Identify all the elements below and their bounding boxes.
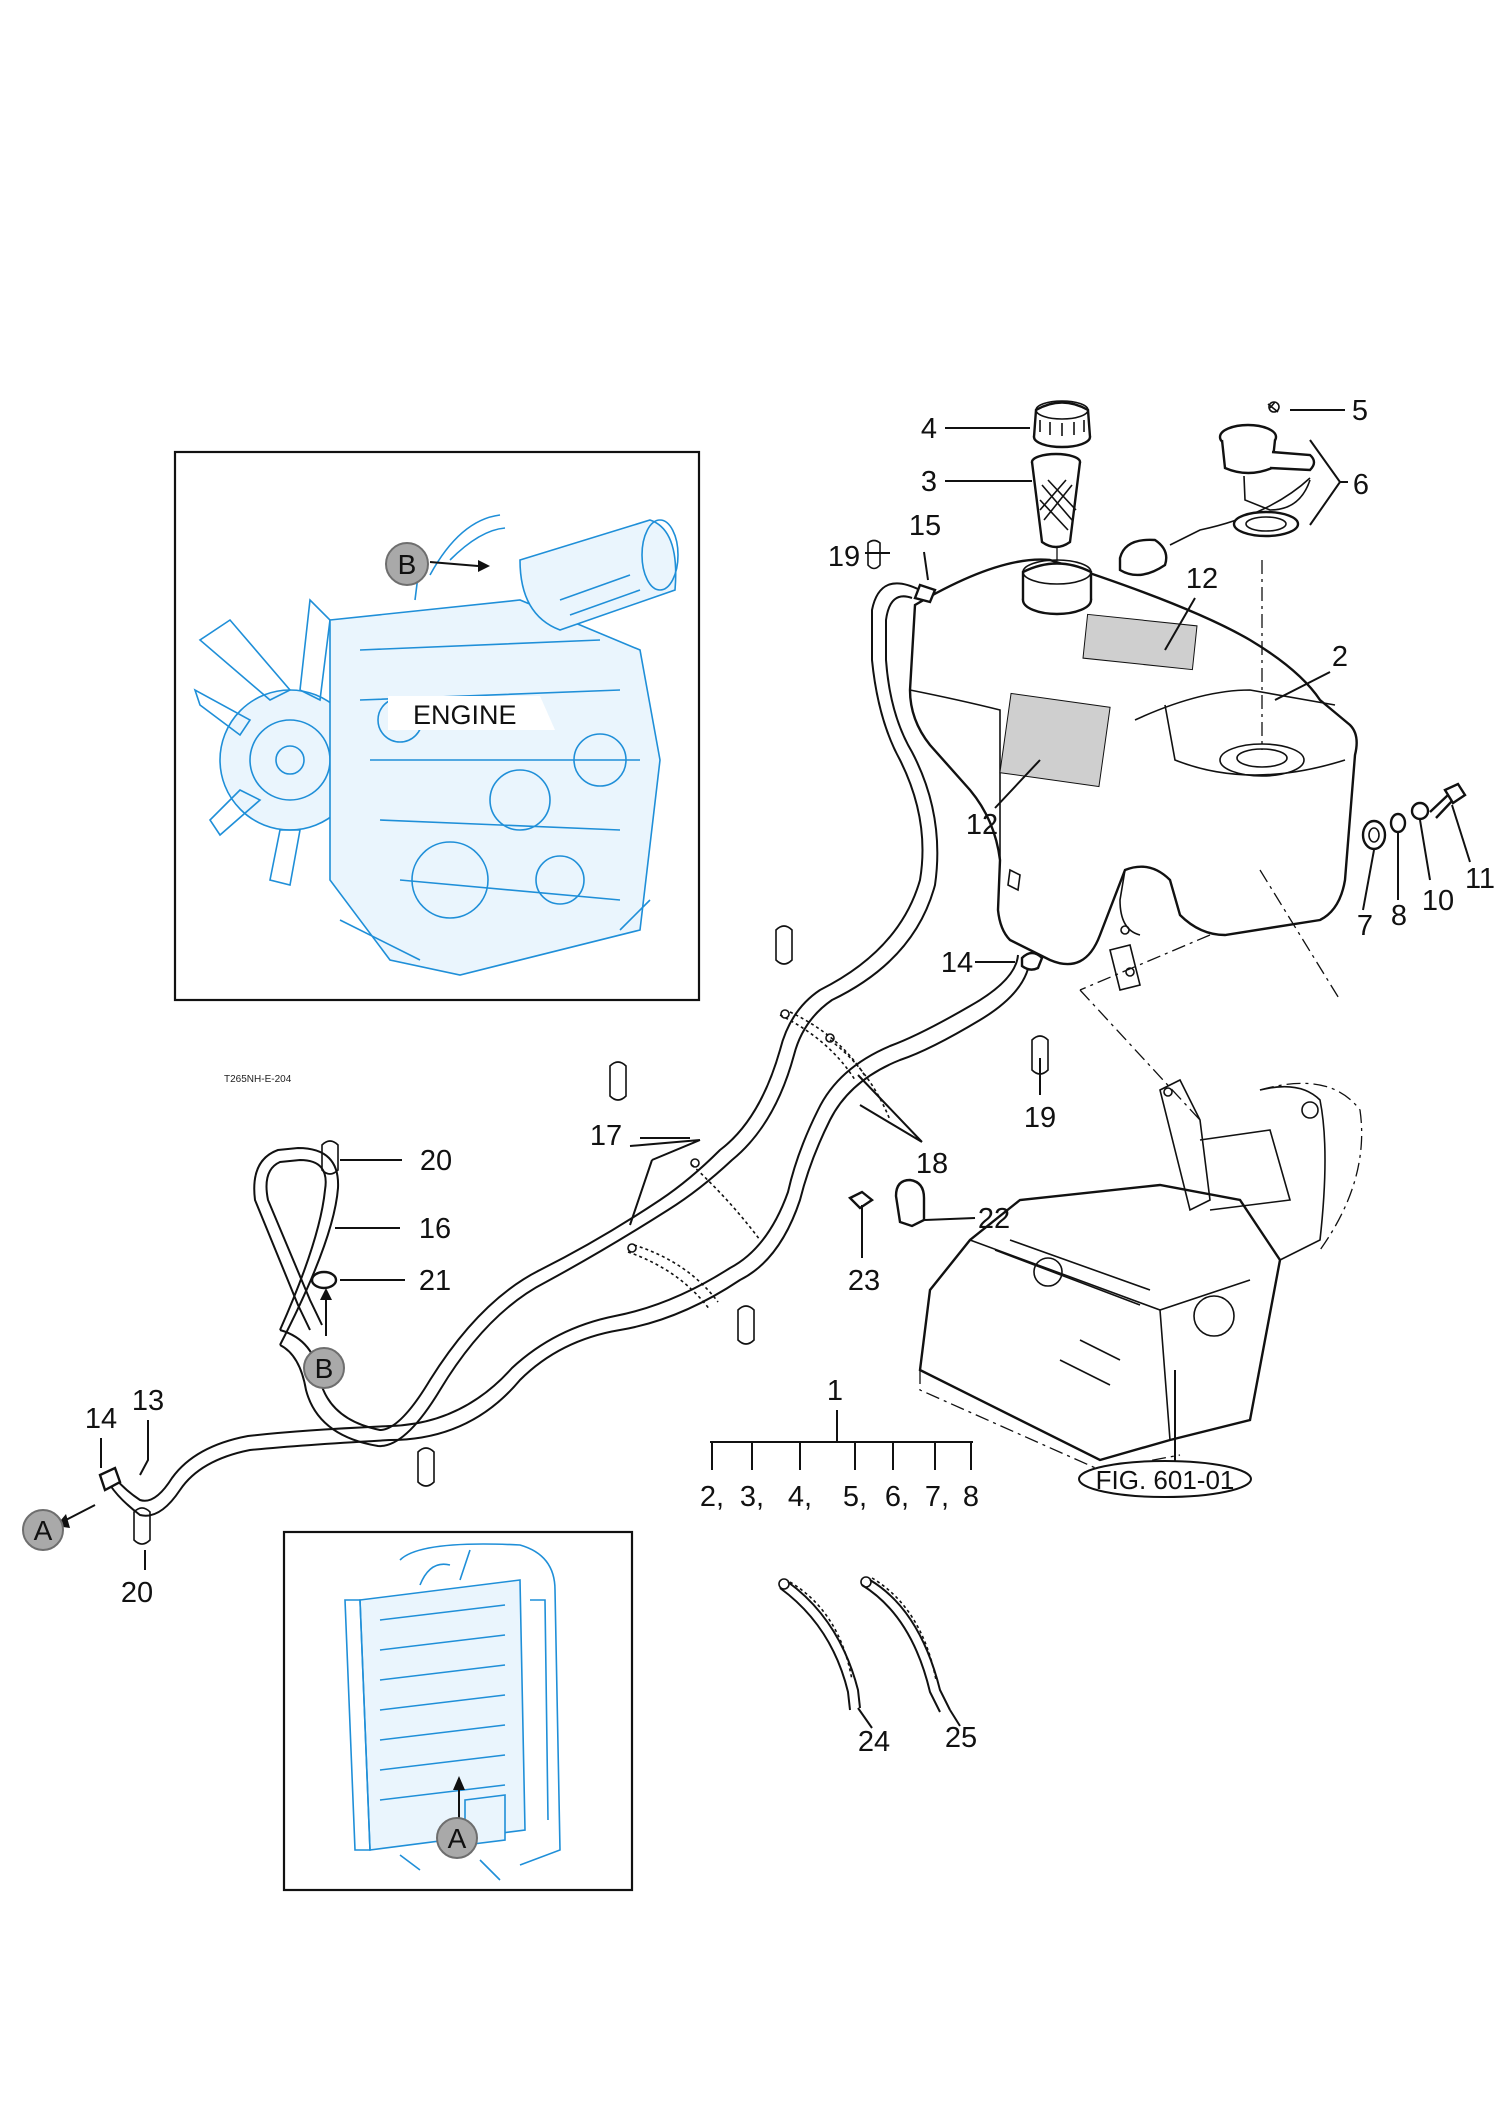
part-number-20-engine: 20 — [420, 1145, 452, 1177]
part-number-14-radiator: 14 — [85, 1403, 117, 1435]
callout-a-hose-letter: A — [34, 1515, 53, 1546]
filler-neck — [1021, 559, 1093, 616]
kit-item: 6, — [885, 1481, 909, 1513]
hose-springs — [627, 1009, 891, 1311]
tank-decal-top — [1082, 613, 1198, 671]
kit-item: 8 — [963, 1481, 979, 1513]
tank-decal-side — [999, 692, 1111, 788]
fuel-sender-unit — [1118, 401, 1316, 577]
part-number-23: 23 — [848, 1265, 880, 1297]
part-number-24: 24 — [858, 1726, 890, 1758]
part-number-25: 25 — [945, 1722, 977, 1754]
part-number-18: 18 — [916, 1148, 948, 1180]
part-number-1: 1 — [827, 1375, 843, 1407]
rear-frame-brackets — [1159, 1078, 1363, 1261]
part-number-5: 5 — [1352, 395, 1368, 427]
part-number-11: 11 — [1465, 863, 1495, 895]
callout-b-hose: B — [303, 1288, 345, 1389]
part-number-2: 2 — [1332, 641, 1348, 673]
part-number-20-radiator: 20 — [121, 1577, 153, 1609]
callout-b-hose-letter: B — [315, 1353, 334, 1384]
radiator-inset: A — [282, 1530, 634, 1892]
part-number-19-top: 19 — [828, 541, 860, 573]
kit-item: 7, — [925, 1481, 949, 1513]
engine-fuel-lines — [414, 514, 506, 601]
callout-a-hose: A — [22, 1504, 96, 1551]
callout-a-radiator-letter: A — [448, 1823, 467, 1854]
drawing-code: T265NH-E-204 — [224, 1074, 292, 1085]
part-number-12-side: 12 — [966, 809, 998, 841]
part-number-22: 22 — [978, 1203, 1010, 1235]
clamp-and-bolt — [847, 1178, 926, 1236]
part-number-14-tank: 14 — [941, 947, 973, 979]
fuel-hoses — [109, 582, 1031, 1517]
leader-lines — [100, 409, 1471, 1729]
part-number-15: 15 — [909, 510, 941, 542]
engine-inset: B ENGINE — [173, 450, 701, 1002]
tank-mount-hardware — [1361, 782, 1467, 851]
part-number-19-bottom: 19 — [1024, 1102, 1056, 1134]
kit-item: 2, — [700, 1481, 724, 1513]
part-number-8: 8 — [1391, 900, 1407, 932]
fuel-cap — [1032, 400, 1092, 449]
hose-clips — [133, 539, 1049, 1545]
kit-item: 4, — [788, 1481, 812, 1513]
kit-item: 5, — [843, 1481, 867, 1513]
engine-block — [329, 599, 661, 976]
part-number-17: 17 — [590, 1120, 622, 1152]
fig-reference: FIG. 601-01 — [1096, 1465, 1235, 1495]
part-number-16: 16 — [419, 1213, 451, 1245]
air-cleaner — [519, 519, 679, 631]
part-number-12-top: 12 — [1186, 563, 1218, 595]
align-line-frame — [1079, 869, 1341, 1121]
engine-label-box: ENGINE — [388, 696, 555, 730]
callout-b-engine: B — [385, 542, 490, 586]
part-number-13: 13 — [132, 1385, 164, 1417]
fuel-tank — [908, 558, 1358, 991]
kit-item: 3, — [740, 1481, 764, 1513]
fig-reference-oval: FIG. 601-01 — [1078, 1460, 1252, 1498]
kit-bracket — [710, 1410, 973, 1470]
radiator-inset-frame — [282, 1530, 634, 1892]
engine-inset-frame — [173, 450, 701, 1002]
kit-contents: 2, 3, 4, 5, 6, 7, 8 — [700, 1481, 979, 1513]
engine-illustration — [193, 514, 679, 976]
part-number-4: 4 — [921, 413, 937, 445]
part-number-labels: 1 2 3 4 5 6 7 8 10 11 12 12 13 14 14 15 … — [85, 395, 1495, 1758]
part-number-21: 21 — [419, 1265, 451, 1297]
callout-a-radiator: A — [436, 1776, 478, 1859]
hose-clamps — [98, 583, 1044, 1492]
part-number-3: 3 — [921, 466, 937, 498]
part-number-7: 7 — [1357, 910, 1373, 942]
part-number-10: 10 — [1422, 885, 1454, 917]
part-number-6: 6 — [1353, 469, 1369, 501]
callout-b-engine-letter: B — [398, 549, 417, 580]
spare-hose-springs — [778, 1576, 951, 1713]
engine-label: ENGINE — [413, 700, 517, 730]
fuel-strainer — [1030, 452, 1082, 549]
rear-housing — [918, 1183, 1282, 1471]
